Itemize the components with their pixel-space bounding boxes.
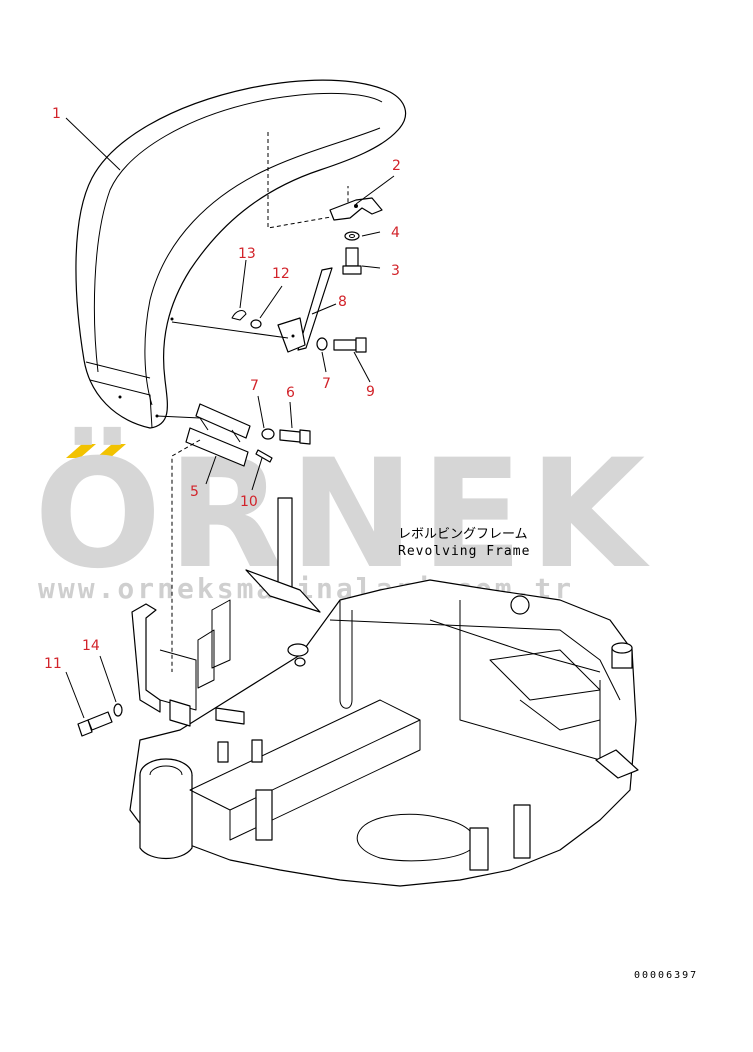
callout-2: 2 [392,158,401,174]
pin-13 [231,310,247,321]
watermark-brand: ÖRNEK [34,426,651,602]
pin-10 [255,449,273,463]
callout-12: 12 [272,266,290,282]
stopper-bracket [131,603,197,727]
callout-3: 3 [391,263,400,279]
lock-lever [171,267,333,353]
callout-14: 14 [82,638,100,654]
washer-14 [113,703,123,717]
callout-8: 8 [338,294,347,310]
callout-7-upper: 7 [322,376,331,392]
bolt-9 [333,337,367,353]
frame-label-english: Revolving Frame [398,544,530,559]
bolt-6 [279,429,311,445]
hinge [156,403,251,467]
revolving-frame [129,497,639,887]
callout-6: 6 [286,385,295,401]
watermark: ÖRNEK www.orneksmakinalari.com.tr [34,426,651,605]
leader-lines [65,117,395,719]
washer-7-upper [316,337,328,351]
hinge-mount-line [171,439,201,672]
callout-9: 9 [366,384,375,400]
callout-11: 11 [44,656,62,672]
washer-12 [250,319,262,329]
callout-10: 10 [240,494,258,510]
drawing-number: 00006397 [634,970,698,981]
watermark-accent-icon [66,444,126,458]
callout-1: 1 [52,106,61,122]
callout-7-lower: 7 [250,378,259,394]
bolt-3 [342,247,362,275]
washer-4 [344,231,360,241]
frame-label: レボルビングフレーム Revolving Frame [398,527,530,559]
washer-7-lower [261,428,275,440]
callout-5: 5 [190,484,199,500]
bolt-11 [77,711,113,737]
frame-label-japanese: レボルビングフレーム [398,527,528,542]
callout-4: 4 [391,225,400,241]
cover-panel [75,79,407,429]
upper-bracket [329,197,383,221]
callouts: 1 2 3 4 5 6 7 7 8 9 10 11 12 13 14 [44,106,401,672]
callout-13: 13 [238,246,256,262]
